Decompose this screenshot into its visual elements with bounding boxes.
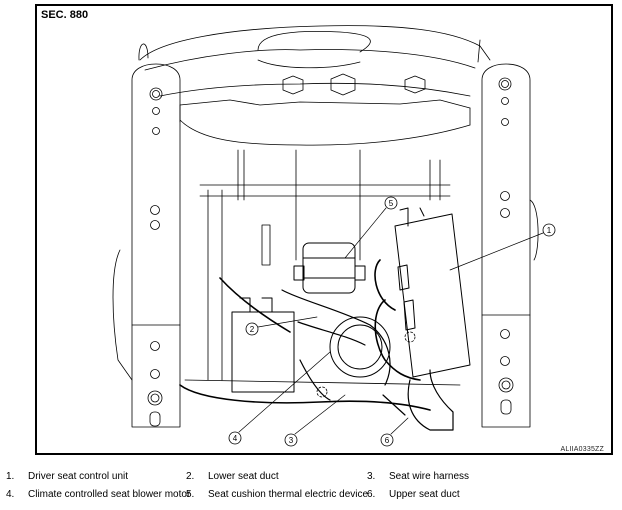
legend-number: 2. bbox=[186, 471, 195, 482]
legend-text: Lower seat duct bbox=[208, 471, 279, 482]
callout-4: 4 bbox=[228, 431, 242, 445]
callout-5: 5 bbox=[384, 196, 398, 210]
figure-id: ALIIA0335ZZ bbox=[560, 446, 604, 453]
legend-number: 4. bbox=[6, 489, 15, 500]
legend-text: Climate controlled seat blower motor bbox=[28, 489, 191, 500]
callout-2: 2 bbox=[245, 322, 259, 336]
callout-5-number: 5 bbox=[389, 199, 394, 208]
legend-text: Seat cushion thermal electric device bbox=[208, 489, 369, 500]
callout-6-number: 6 bbox=[385, 436, 390, 445]
legend-text: Seat wire harness bbox=[389, 471, 470, 482]
seat-assembly-drawing: 1 2 3 4 5 6 bbox=[112, 25, 556, 447]
driver-seat-control-unit bbox=[394, 207, 471, 378]
legend-number: 5. bbox=[186, 489, 195, 500]
diagram-frame bbox=[35, 4, 613, 455]
callout-3-number: 3 bbox=[289, 436, 294, 445]
seat-wire-harness bbox=[179, 259, 431, 411]
legend-number: 3. bbox=[367, 471, 376, 482]
legend-text: Upper seat duct bbox=[389, 489, 460, 500]
section-label: SEC. 880 bbox=[41, 9, 89, 21]
callout-4-number: 4 bbox=[233, 434, 238, 443]
callout-1: 1 bbox=[542, 223, 556, 237]
callout-3: 3 bbox=[284, 433, 298, 447]
right-seat-rail bbox=[477, 39, 539, 428]
callout-1-number: 1 bbox=[547, 226, 552, 235]
legend-number: 1. bbox=[6, 471, 15, 482]
leader-lines bbox=[238, 207, 544, 435]
legend-number: 6. bbox=[367, 489, 376, 500]
legend-text: Driver seat control unit bbox=[28, 471, 129, 482]
callout-2-number: 2 bbox=[250, 325, 255, 334]
blower-motor bbox=[231, 297, 391, 393]
thermal-electric-device bbox=[293, 242, 366, 294]
left-seat-rail bbox=[112, 43, 181, 428]
callout-6: 6 bbox=[380, 433, 394, 447]
seat-mechanism bbox=[184, 149, 461, 386]
cushion-frame bbox=[139, 25, 491, 146]
